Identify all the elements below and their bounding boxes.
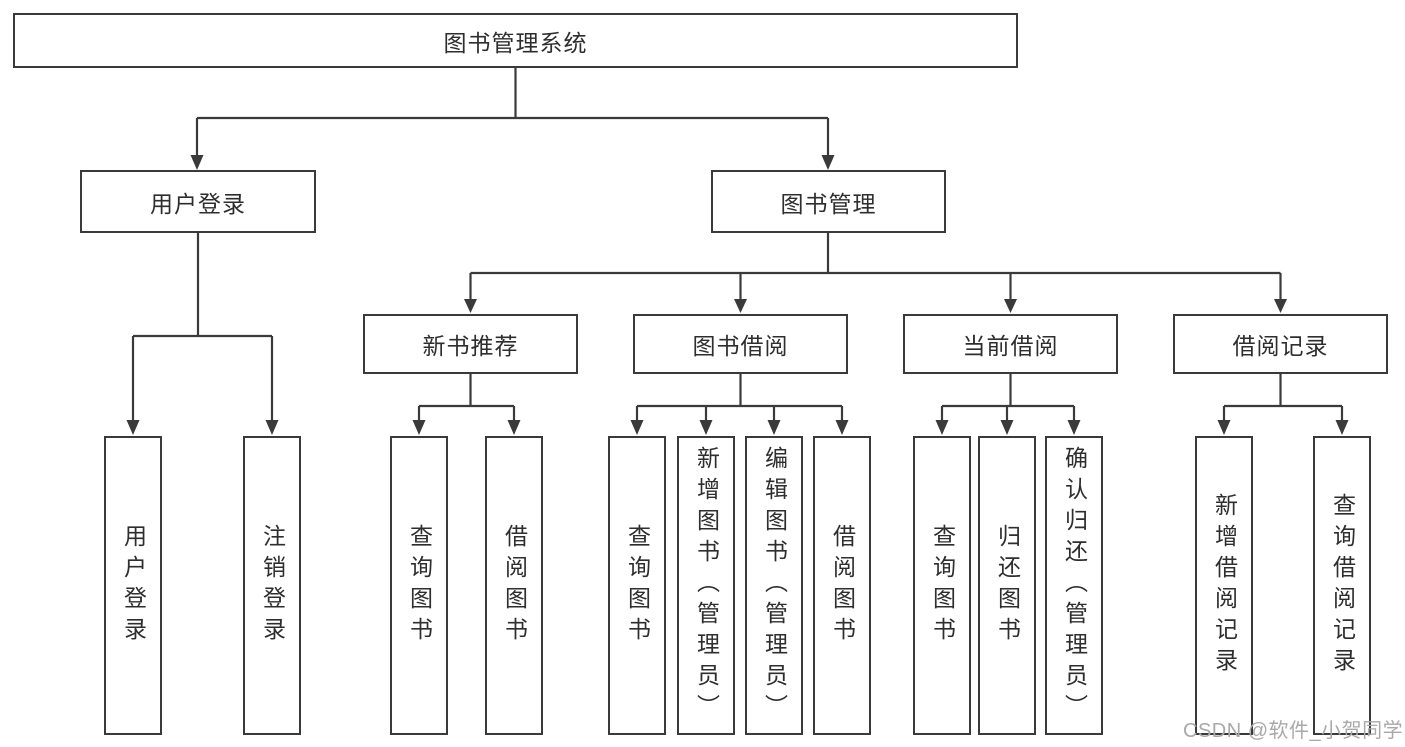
node-new-book-recommend: 新书推荐 <box>363 314 578 374</box>
node-leaf-query-books-1: 查询图书 <box>390 436 448 735</box>
node-book-borrow: 图书借阅 <box>633 314 848 374</box>
node-label: 查询图书 <box>624 523 651 648</box>
node-label: 归还图书 <box>994 523 1021 648</box>
node-current-borrow: 当前借阅 <box>903 314 1118 374</box>
node-label: 图书借阅 <box>692 333 789 359</box>
node-label: 借阅图书 <box>501 523 528 648</box>
node-book-management: 图书管理 <box>711 170 946 233</box>
node-leaf-return-books: 归还图书 <box>978 436 1036 735</box>
connector-bookborrow-to-leaves <box>630 374 849 435</box>
node-label: 新书推荐 <box>422 333 519 359</box>
node-label: 借阅记录 <box>1232 333 1329 359</box>
node-label: 用户登录 <box>120 523 147 648</box>
node-label: 借阅图书 <box>829 523 856 648</box>
node-leaf-add-books-admin: 新增图书（管理员） <box>677 436 735 735</box>
node-label: 查询借阅记录 <box>1329 492 1356 679</box>
node-leaf-user-login: 用户登录 <box>104 436 162 735</box>
connector-currentborrow-to-leaves <box>935 374 1081 435</box>
node-label: 编辑图书（管理员） <box>761 446 788 725</box>
node-leaf-borrow-books-1: 借阅图书 <box>485 436 543 735</box>
node-label: 查询图书 <box>929 523 956 648</box>
node-label: 查询图书 <box>406 523 433 648</box>
node-label: 新增借阅记录 <box>1211 492 1238 679</box>
node-leaf-query-books-3: 查询图书 <box>913 436 971 735</box>
connector-newbooks-to-leaves <box>412 374 521 435</box>
node-label: 当前借阅 <box>962 333 1059 359</box>
node-leaf-query-books-2: 查询图书 <box>608 436 666 735</box>
node-label: 图书管理系统 <box>443 29 588 56</box>
connector-root-to-level2 <box>190 68 835 170</box>
node-root-system: 图书管理系统 <box>13 13 1018 68</box>
node-label: 确认归还（管理员） <box>1061 446 1088 725</box>
node-label: 注销登录 <box>259 523 286 648</box>
node-label: 用户登录 <box>150 190 246 217</box>
node-leaf-logout: 注销登录 <box>243 436 301 735</box>
node-leaf-add-borrow-record: 新增借阅记录 <box>1195 436 1253 735</box>
node-label: 新增图书（管理员） <box>693 446 720 725</box>
node-borrow-records: 借阅记录 <box>1173 314 1388 374</box>
node-leaf-query-borrow-record: 查询借阅记录 <box>1313 436 1371 735</box>
connector-login-to-leaves <box>126 233 279 435</box>
connector-management-to-level3 <box>464 233 1287 313</box>
node-user-login: 用户登录 <box>80 170 316 233</box>
csdn-watermark: CSDN @软件_小贺同学 <box>1183 720 1404 742</box>
connector-records-to-leaves <box>1217 374 1349 435</box>
node-leaf-borrow-books-2: 借阅图书 <box>813 436 871 735</box>
node-label: 图书管理 <box>780 190 877 217</box>
node-leaf-confirm-return-admin: 确认归还（管理员） <box>1045 436 1103 735</box>
node-leaf-edit-books-admin: 编辑图书（管理员） <box>745 436 803 735</box>
